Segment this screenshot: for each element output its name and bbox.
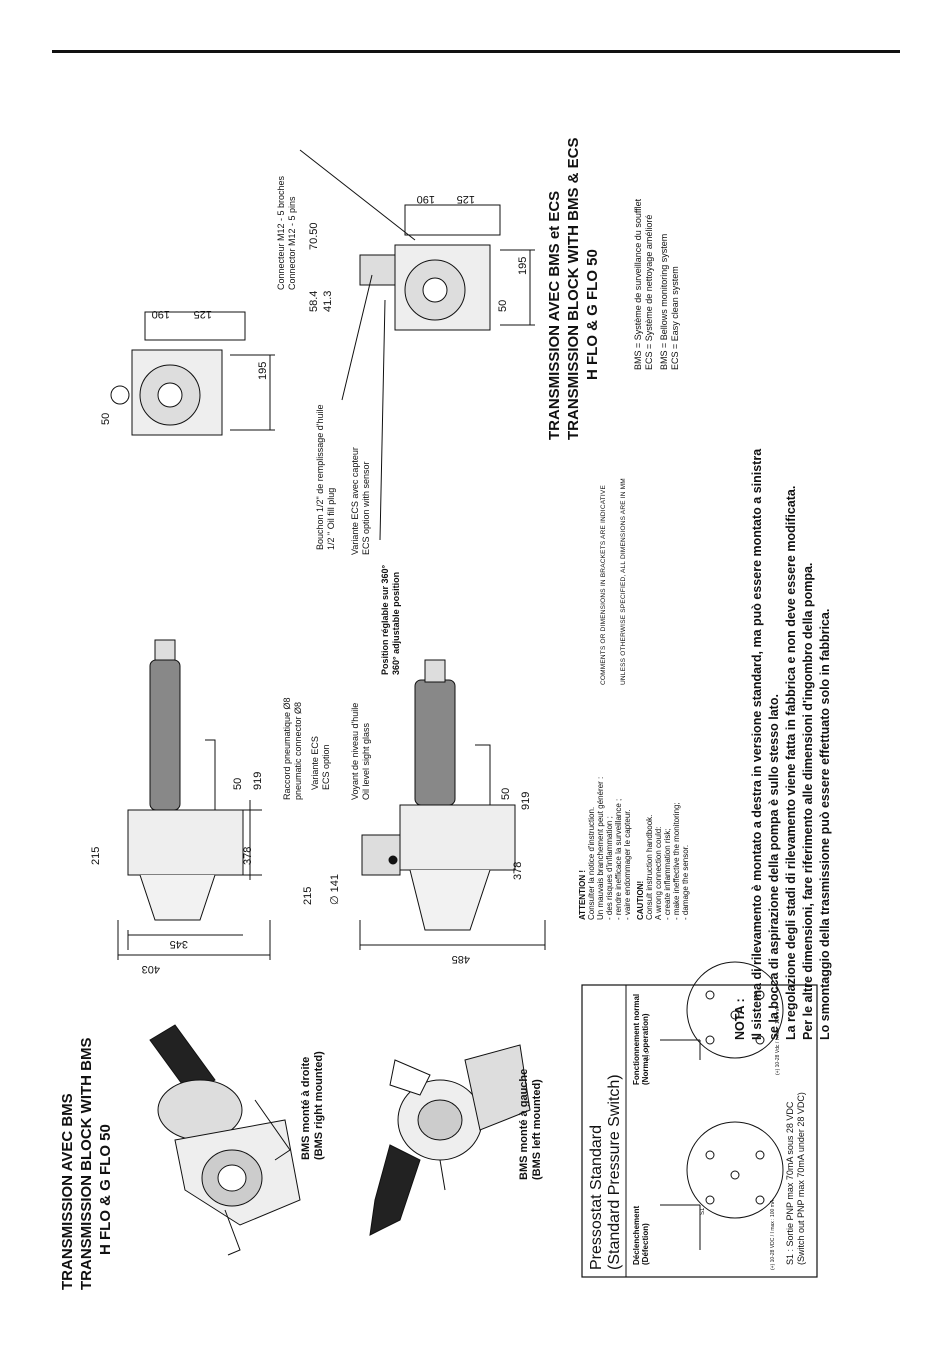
top-rule — [52, 50, 900, 53]
dim-50d: 50 — [497, 299, 509, 312]
pressostat-box — [581, 984, 818, 1278]
left-title-line-3: H FLO & G FLO 50 — [97, 1124, 114, 1255]
dim-190b: 190 — [416, 193, 435, 205]
legend-block: BMS = Système de surveillance du souffle… — [633, 198, 680, 370]
front-view-ecs — [299, 149, 535, 541]
comments-block: COMMENTS OR DIMENSIONS IN BRACKETS ARE I… — [600, 478, 627, 685]
callout-position: Position réglable sur 360° 360° adjustab… — [380, 564, 401, 675]
dim-141: ∅ 141 — [329, 874, 341, 905]
pin-diagram-trigger — [660, 1121, 784, 1250]
callout-connecteur: Connecteur M12 - 5 broches Connector M12… — [276, 175, 297, 290]
dim-215b: 215 — [302, 886, 314, 905]
caption-bms-left: BMS monté à gauche (BMS left mounted) — [518, 1068, 543, 1180]
callout-bouchon: Bouchon 1/2" de remplissage d'huile 1/2 … — [315, 404, 336, 550]
pressostat-wire-left: (+) 10-28 VDC / I max : 100 mA — [770, 1199, 776, 1270]
dim-70-50: 70.50 — [308, 222, 320, 250]
callout-variante: Variante ECS ECS option — [310, 736, 331, 790]
side-view-bms — [117, 639, 271, 960]
dim-58-4: 58.4 — [308, 290, 320, 312]
dim-195b: 195 — [517, 256, 529, 275]
dim-378b: 378 — [512, 861, 524, 880]
left-title-line-1: TRANSMISSION AVEC BMS — [59, 1093, 76, 1290]
pressostat-trigger-label: Déclenchement (Défection) — [632, 1205, 650, 1265]
right-title: TRANSMISSION AVEC BMS et ECS TRANSMISSIO… — [546, 137, 601, 441]
dim-919b: 919 — [520, 791, 532, 810]
dim-125b: 125 — [456, 193, 475, 205]
dim-50c: 50 — [100, 412, 112, 425]
dim-919a: 919 — [252, 771, 264, 790]
side-view-ecs — [359, 659, 546, 950]
bms-left-3d-view — [369, 1044, 531, 1236]
pin-diagram-normal — [660, 961, 784, 1060]
dim-190a: 190 — [151, 308, 170, 320]
dim-403: 403 — [141, 963, 160, 975]
left-title-line-2: TRANSMISSION BLOCK WITH BMS — [78, 1037, 95, 1291]
dim-485: 485 — [451, 953, 470, 965]
dim-125a: 125 — [193, 308, 212, 320]
dim-50b: 50 — [500, 787, 512, 800]
pressostat-s1-note: S1 : Sortie PNP max 70mA sous 28 VDC (Sw… — [785, 1092, 806, 1265]
caption-bms-right: BMS monté à droite (BMS right mounted) — [300, 1051, 325, 1160]
front-view-top — [110, 311, 275, 436]
pressostat-s1-label: S1 — [700, 1207, 706, 1215]
warning-block: ATTENTION ! Consulter la notice d'instru… — [578, 776, 690, 920]
bms-right-3d-view — [149, 1024, 301, 1256]
dim-215a: 215 — [90, 846, 102, 865]
callout-capteur: Variante ECS avec capteur ECS option wit… — [350, 447, 371, 555]
callout-voyant: Voyant de niveau d'huile Oil level sight… — [350, 702, 371, 800]
nota-title: NOTA : — [733, 998, 747, 1040]
dim-50a: 50 — [232, 777, 244, 790]
pressostat-title: Pressostat Standard (Standard Pressure S… — [588, 1074, 623, 1270]
pressostat-minus-label: (-) 0 — [645, 1050, 651, 1060]
dim-41-3: 41.3 — [322, 290, 334, 312]
callout-raccord: Raccord pneumatique Ø8 pneumatic connect… — [282, 697, 303, 800]
nota-block: NOTA : Il sistema di rilevamento è monta… — [733, 448, 832, 1040]
dim-378a: 378 — [242, 846, 254, 865]
pressostat-normal-label: Fonctionnement normal (Normal operation) — [632, 993, 650, 1085]
left-title: TRANSMISSION AVEC BMS TRANSMISSION BLOCK… — [58, 1038, 115, 1291]
dim-345: 345 — [169, 938, 188, 950]
dim-195a: 195 — [257, 361, 269, 380]
